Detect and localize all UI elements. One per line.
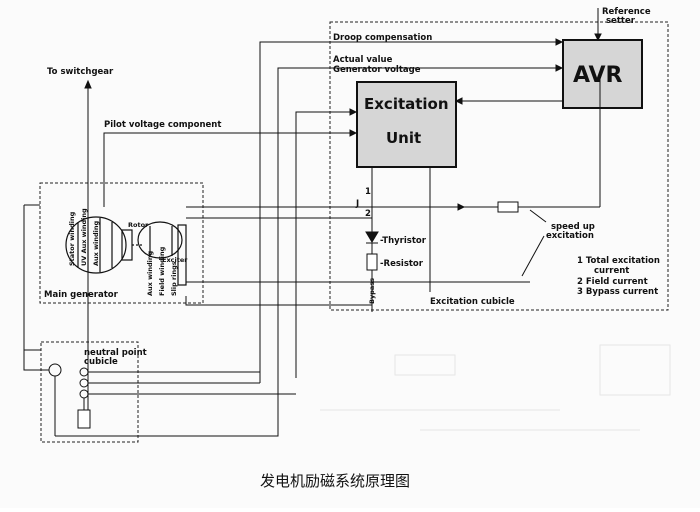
winding-label-1: Stator winding	[68, 211, 76, 266]
actual-value-label: Actual value	[333, 55, 393, 65]
legend-line-4: 3 Bypass current	[577, 287, 658, 297]
reference-setter-label-2: setter	[606, 16, 636, 26]
field-winding-label: Field winding	[158, 246, 166, 296]
actual-value-line	[277, 64, 564, 372]
droop-compensation-line	[259, 38, 564, 383]
node-marker: J	[355, 199, 359, 209]
speed-up-arrows	[521, 209, 547, 277]
speed-up-circuit	[457, 74, 601, 213]
node-number-2: 2	[365, 209, 371, 219]
neutral-point-cubicle-label-2: cubicle	[84, 357, 118, 367]
generator-voltage-label: Generator voltage	[333, 65, 421, 75]
excitation-unit-box	[356, 81, 457, 168]
speed-up-label-1: speed up	[551, 222, 595, 232]
avr-to-exciter-line	[454, 97, 563, 105]
pilot-voltage-line	[103, 129, 358, 207]
bypass-label: Bypass	[368, 278, 376, 304]
avr-label: AVR	[573, 63, 623, 88]
aux-winding-label: Aux winding	[146, 251, 154, 296]
excitation-cubicle-border	[329, 21, 669, 311]
to-switchgear-label: To switchgear	[47, 67, 114, 77]
node-number-1: 1	[365, 187, 371, 197]
rotor-label: Rotor	[128, 221, 149, 229]
resistor-label: -Resistor	[380, 259, 424, 269]
slip-rings-label: Slip rings	[170, 261, 178, 296]
droop-compensation-label: Droop compensation	[333, 33, 432, 43]
thyristor-chain	[365, 167, 431, 305]
exciter-label: Exciter	[162, 256, 188, 264]
winding-label-3: Aux winding	[92, 221, 100, 266]
legend-line-2: current	[594, 266, 629, 276]
reference-setter-label-1: Reference	[602, 7, 651, 17]
winding-label-2: UV Aux winding	[80, 208, 88, 266]
background-artifacts	[320, 344, 671, 431]
diagram-caption: 发电机励磁系统原理图	[260, 472, 410, 490]
field-current-lines	[185, 206, 530, 312]
feedback-line	[295, 108, 358, 378]
neutral-point-cubicle-label-1: neutral point	[84, 348, 147, 358]
main-generator-label: Main generator	[44, 290, 119, 300]
reference-setter-arrow	[594, 8, 602, 42]
excitation-unit-label-2: Unit	[386, 129, 421, 147]
avr-box	[562, 39, 643, 109]
thyristor-label: -Thyristor	[380, 236, 427, 246]
neutral-point-cubicle-border	[40, 341, 139, 443]
legend-line-3: 2 Field current	[577, 277, 648, 287]
excitation-cubicle-label: Excitation cubicle	[430, 297, 515, 307]
legend-line-1: 1 Total excitation	[577, 256, 660, 266]
speed-up-label-2: excitation	[546, 231, 594, 241]
main-generator-border	[39, 182, 204, 304]
stator-symbol	[65, 216, 142, 274]
exciter-symbol	[137, 221, 187, 286]
neutral-point-components	[23, 204, 296, 437]
excitation-unit-label-1: Excitation	[364, 95, 449, 113]
pilot-voltage-label: Pilot voltage component	[104, 120, 221, 130]
